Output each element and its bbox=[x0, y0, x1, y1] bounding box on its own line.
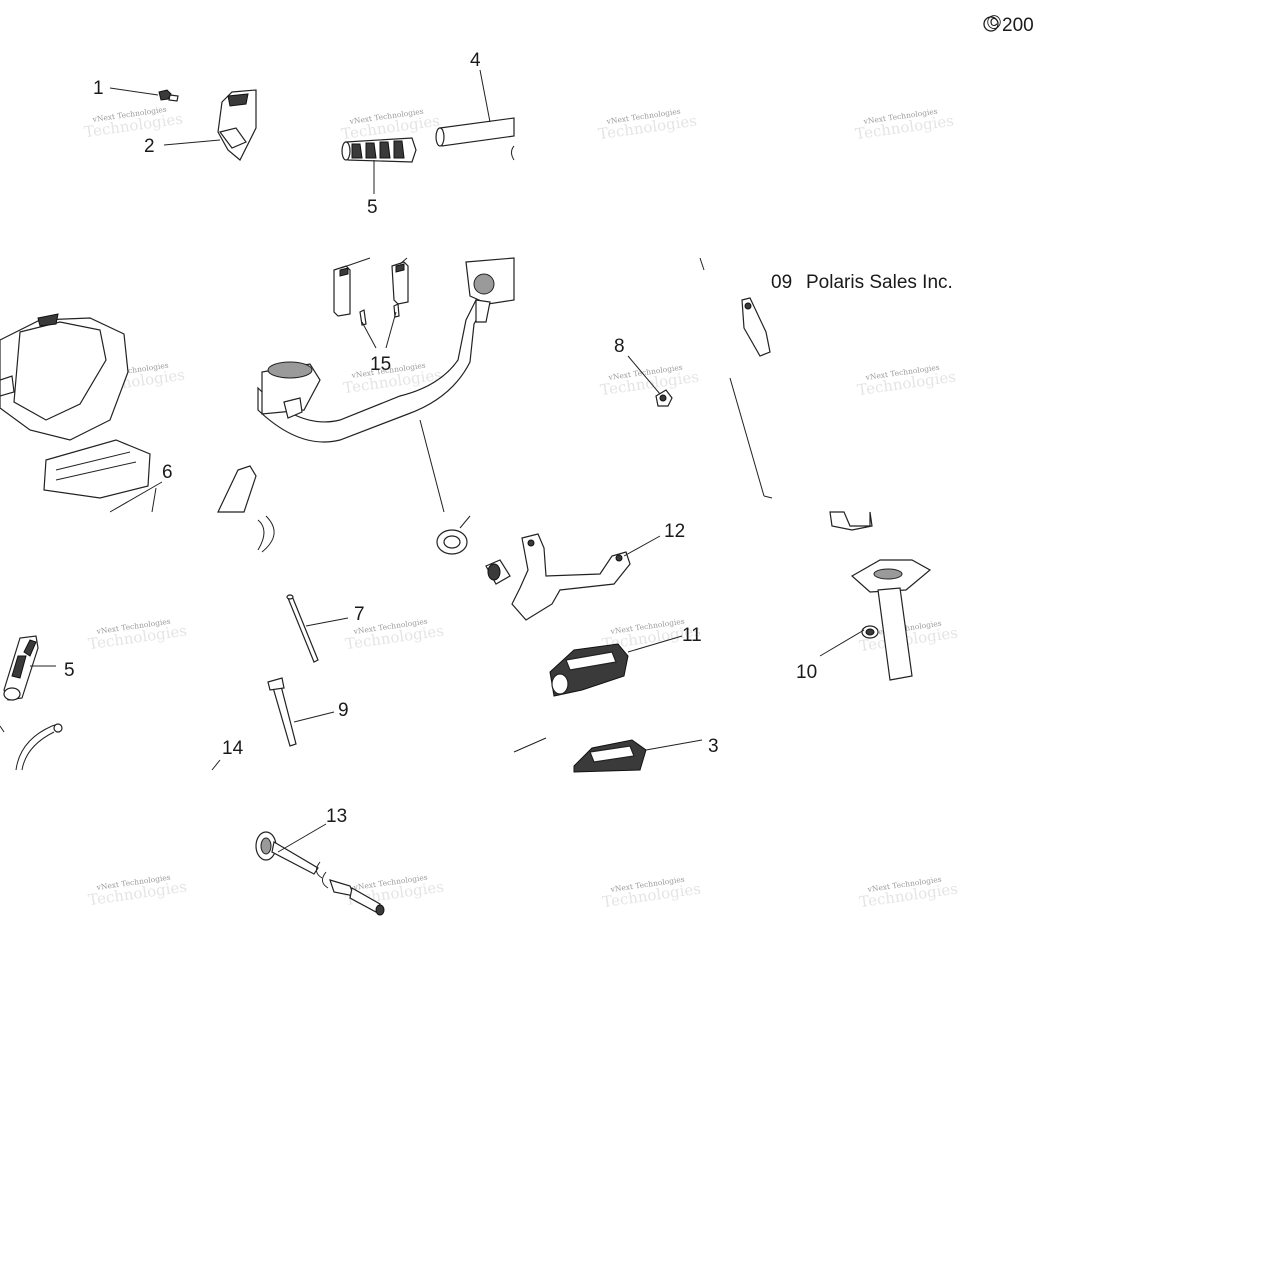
part-3-clamp-lower bbox=[513, 737, 647, 773]
part-5-grip-top bbox=[341, 137, 417, 163]
part-13-throttle-cable bbox=[255, 831, 385, 916]
callout-numbers: 1 2 4 5 15 6 8 12 7 11 10 5 9 14 3 13 bbox=[64, 50, 817, 827]
part-5-grip-left bbox=[3, 635, 39, 701]
handlebar-assembly bbox=[257, 257, 515, 443]
copyright-mark: © 200 bbox=[983, 13, 1034, 36]
callout-15: 15 bbox=[370, 354, 391, 375]
callout-8: 8 bbox=[614, 336, 625, 357]
callout-5-top: 5 bbox=[367, 197, 378, 218]
leader-lines bbox=[30, 69, 865, 853]
callout-1: 1 bbox=[93, 78, 104, 99]
part-10-steering-post bbox=[829, 511, 932, 681]
part-7-long-bolt bbox=[286, 594, 319, 663]
copyright-symbol: © bbox=[987, 13, 1001, 34]
bracket-right bbox=[699, 257, 773, 499]
callout-4: 4 bbox=[470, 50, 481, 71]
callout-9: 9 bbox=[338, 700, 349, 721]
handlebar-nut bbox=[436, 529, 468, 555]
callout-14: 14 bbox=[222, 738, 244, 759]
copyright-year-tail: 09 bbox=[771, 272, 792, 293]
part-15-clamps bbox=[333, 257, 409, 326]
part-9-bolt bbox=[267, 677, 297, 747]
part-12-mount-bracket bbox=[485, 533, 631, 621]
part-6-fragment bbox=[217, 465, 275, 553]
callout-12: 12 bbox=[664, 521, 685, 542]
callout-5-left: 5 bbox=[64, 660, 75, 681]
copyright-owner: 09 Polaris Sales Inc. bbox=[771, 272, 953, 293]
callout-10: 10 bbox=[796, 662, 817, 683]
part-11-clamp-upper bbox=[549, 643, 629, 697]
part-4-handlebar-tube bbox=[435, 117, 515, 161]
part-14-cable bbox=[0, 723, 221, 771]
part-1-rivet bbox=[158, 89, 179, 102]
callout-13: 13 bbox=[326, 806, 347, 827]
callout-11: 11 bbox=[682, 625, 702, 646]
part-6-headlight-pod bbox=[0, 313, 151, 499]
callout-6: 6 bbox=[162, 462, 173, 483]
callout-2: 2 bbox=[144, 136, 155, 157]
copyright-year-fragment: 200 bbox=[1002, 15, 1034, 36]
callout-7: 7 bbox=[354, 604, 365, 625]
part-2-cover bbox=[217, 89, 257, 161]
copyright-company: Polaris Sales Inc. bbox=[806, 272, 953, 293]
callout-3: 3 bbox=[708, 736, 719, 757]
